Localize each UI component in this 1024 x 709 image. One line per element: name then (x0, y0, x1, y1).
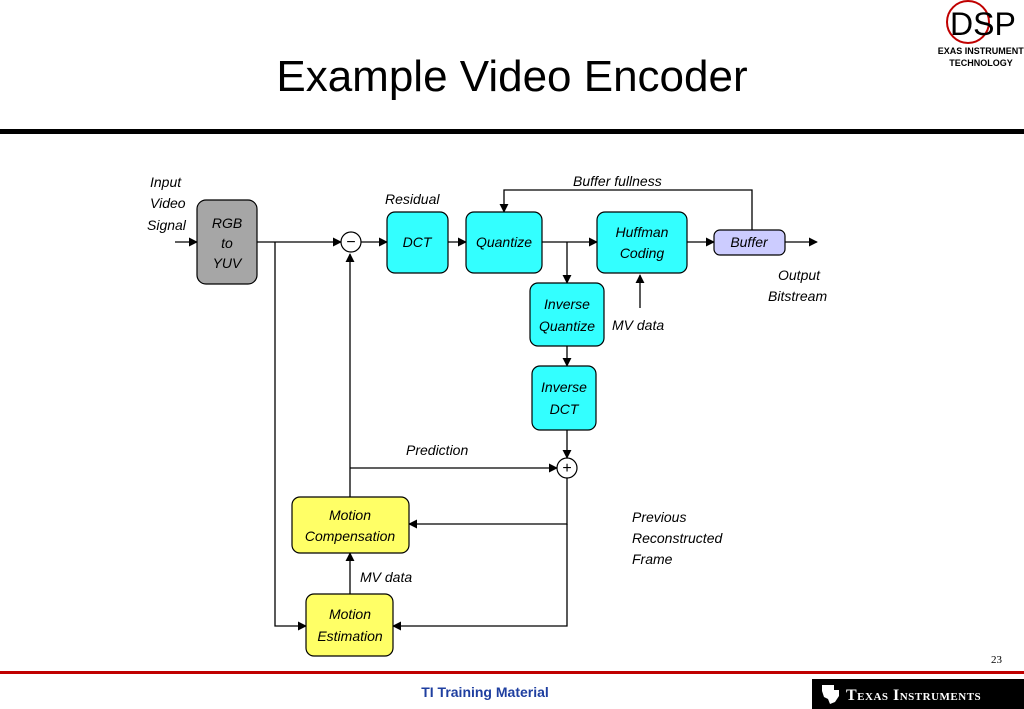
block-motion-estimation-line2: Estimation (317, 628, 383, 644)
label-input-line3: Signal (147, 217, 187, 233)
block-quantize: Quantize (465, 211, 543, 274)
diagram-labels: Input Video Signal Residual Buffer fulln… (147, 173, 827, 585)
dsp-logo-line1: TEXAS INSTRUMENTS (938, 46, 1024, 56)
subtract-node: − (340, 231, 362, 253)
block-motion-estimation-line1: Motion (329, 606, 371, 622)
block-dct-label: DCT (403, 234, 433, 250)
block-huffman-coding: Huffman Coding (596, 211, 688, 274)
line-reconstructed-to-me (392, 524, 568, 631)
label-mv-data-top: MV data (612, 317, 664, 333)
add-node-sign: + (562, 460, 571, 477)
block-buffer: Buffer (713, 229, 786, 256)
line-input-to-me (274, 242, 307, 631)
block-motion-compensation: Motion Compensation (291, 496, 410, 554)
label-input-line2: Video (150, 195, 186, 211)
label-mv-data-bottom: MV data (360, 569, 412, 585)
texas-instruments-logo: Texas Instruments (812, 679, 1024, 709)
ti-state-logo-icon (822, 685, 839, 704)
block-inverse-quantize-line2: Quantize (539, 318, 595, 334)
dsp-logo-line2: TECHNOLOGY (949, 58, 1013, 68)
label-output-line1: Output (778, 267, 821, 283)
label-input-line1: Input (150, 174, 182, 190)
block-rgb-to-yuv: RGB to YUV (196, 199, 258, 285)
label-buffer-fullness: Buffer fullness (573, 173, 662, 189)
block-buffer-label: Buffer (730, 234, 769, 250)
label-prediction: Prediction (406, 442, 468, 458)
footer-text: TI Training Material (421, 684, 549, 700)
dsp-logo: DSP TEXAS INSTRUMENTS TECHNOLOGY (938, 0, 1024, 68)
block-inverse-quantize: Inverse Quantize (529, 282, 605, 347)
label-previous-line3: Frame (632, 551, 673, 567)
line-buffer-fullness-feedback (499, 189, 753, 230)
block-huffman-line1: Huffman (616, 224, 669, 240)
block-inverse-quantize-line1: Inverse (544, 296, 590, 312)
block-rgb-to-yuv-line3: YUV (213, 255, 243, 271)
label-previous-line1: Previous (632, 509, 686, 525)
block-motion-compensation-line2: Compensation (305, 528, 395, 544)
block-motion-estimation: Motion Estimation (305, 593, 394, 657)
page-number: 23 (991, 654, 1002, 666)
block-inverse-dct-line2: DCT (550, 401, 580, 417)
label-previous-line2: Reconstructed (632, 530, 723, 546)
page-title: Example Video Encoder (276, 52, 748, 101)
block-huffman-line2: Coding (620, 245, 665, 261)
block-inverse-dct: Inverse DCT (531, 365, 597, 431)
block-rgb-to-yuv-line2: to (221, 235, 233, 251)
texas-instruments-wordmark: Texas Instruments (846, 687, 981, 704)
footer-divider (0, 671, 1024, 674)
block-dct: DCT (386, 211, 449, 274)
block-motion-compensation-line1: Motion (329, 507, 371, 523)
title-divider (0, 129, 1024, 134)
block-quantize-label: Quantize (476, 234, 532, 250)
label-residual: Residual (385, 191, 440, 207)
block-rgb-to-yuv-line1: RGB (212, 215, 242, 231)
label-output-line2: Bitstream (768, 288, 827, 304)
subtract-node-sign: − (346, 234, 355, 251)
add-node: + (556, 457, 578, 479)
dsp-logo-letters: DSP (950, 6, 1016, 42)
signal-lines (175, 189, 818, 631)
block-inverse-dct-line1: Inverse (541, 379, 587, 395)
line-reconstructed-to-mc (408, 478, 568, 529)
